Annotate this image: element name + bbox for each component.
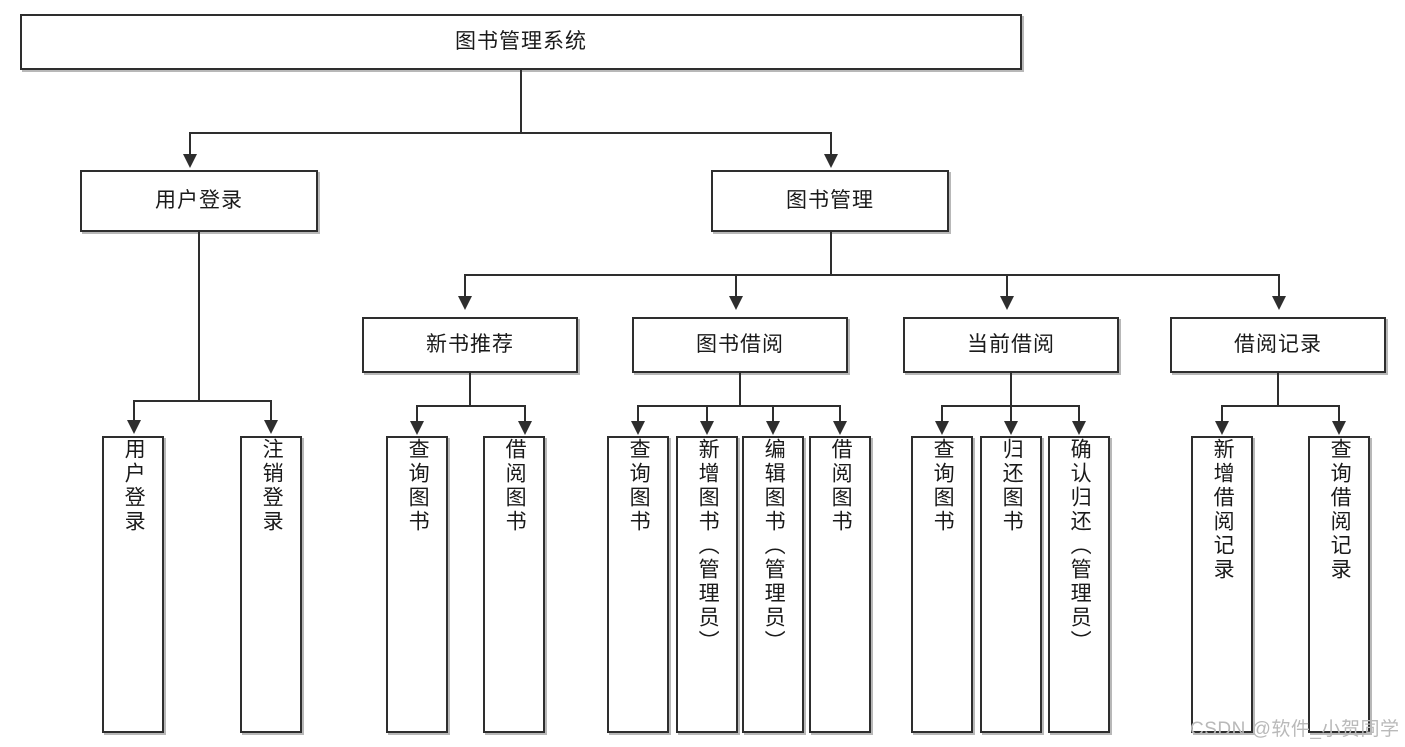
node-user-login[interactable]: 用户登录 — [80, 170, 318, 232]
arrow-new-book-to-leaf-1 — [410, 421, 424, 435]
edge-book-borrow-to-leaf-3 — [772, 405, 774, 423]
edge-user-login-bus — [133, 400, 272, 402]
leaf-current-borrow-confirm-return[interactable]: 确认归还（管理员） — [1048, 436, 1110, 733]
node-book-borrow[interactable]: 图书借阅 — [632, 317, 848, 373]
edge-root-to-user-login — [189, 132, 191, 156]
arrow-borrow-records-to-leaf-2 — [1332, 421, 1346, 435]
edge-current-borrow-to-leaf-1 — [941, 405, 943, 423]
node-label: 当前借阅 — [967, 333, 1055, 357]
edge-book-mgmt-to-book-borrow — [735, 274, 737, 298]
node-label: 查询图书 — [931, 438, 955, 534]
node-borrow-records[interactable]: 借阅记录 — [1170, 317, 1386, 373]
edge-book-mgmt-to-borrow-records — [1278, 274, 1280, 298]
arrow-root-to-user-login — [183, 154, 197, 168]
edge-root-bus — [189, 132, 832, 134]
edge-root-stem — [520, 70, 522, 133]
node-label: 图书借阅 — [696, 333, 784, 357]
leaf-borrow-records-add-record[interactable]: 新增借阅记录 — [1191, 436, 1253, 733]
edge-book-borrow-to-leaf-2 — [706, 405, 708, 423]
leaf-current-borrow-query-book[interactable]: 查询图书 — [911, 436, 973, 733]
leaf-user-login-logout[interactable]: 注销登录 — [240, 436, 302, 733]
edge-current-borrow-stem — [1010, 373, 1012, 407]
node-new-book-recommend[interactable]: 新书推荐 — [362, 317, 578, 373]
leaf-current-borrow-return-book[interactable]: 归还图书 — [980, 436, 1042, 733]
arrow-book-mgmt-to-new-book — [458, 296, 472, 310]
edge-root-to-book-mgmt — [830, 132, 832, 156]
node-label: 归还图书 — [1000, 438, 1024, 534]
edge-current-borrow-to-leaf-3 — [1078, 405, 1080, 423]
arrow-book-borrow-to-leaf-2 — [700, 421, 714, 435]
arrow-user-login-to-leaf-1 — [127, 420, 141, 434]
arrow-current-borrow-to-leaf-2 — [1004, 421, 1018, 435]
node-root-system[interactable]: 图书管理系统 — [20, 14, 1022, 70]
node-label: 新书推荐 — [426, 333, 514, 357]
leaf-user-login-login[interactable]: 用户登录 — [102, 436, 164, 733]
node-label: 借阅图书 — [503, 438, 527, 534]
watermark-text: CSDN @软件_小贺同学 — [1190, 719, 1400, 740]
arrow-book-mgmt-to-current-borrow — [1000, 296, 1014, 310]
node-label: 新增图书（管理员） — [696, 438, 720, 654]
edge-user-login-to-leaf-2 — [270, 400, 272, 422]
edge-new-book-stem — [469, 373, 471, 407]
edge-user-login-to-leaf-1 — [133, 400, 135, 422]
node-label: 借阅记录 — [1234, 333, 1322, 357]
arrow-book-borrow-to-leaf-1 — [631, 421, 645, 435]
arrow-book-mgmt-to-book-borrow — [729, 296, 743, 310]
edge-new-book-bus — [416, 405, 526, 407]
node-label: 新增借阅记录 — [1211, 438, 1235, 582]
arrow-user-login-to-leaf-2 — [264, 420, 278, 434]
leaf-book-borrow-borrow-book[interactable]: 借阅图书 — [809, 436, 871, 733]
leaf-new-book-query-book[interactable]: 查询图书 — [386, 436, 448, 733]
node-label: 图书管理 — [786, 189, 874, 213]
edge-book-mgmt-bus — [464, 274, 1280, 276]
arrow-current-borrow-to-leaf-1 — [935, 421, 949, 435]
edge-book-mgmt-to-current-borrow — [1006, 274, 1008, 298]
edge-book-borrow-to-leaf-1 — [637, 405, 639, 423]
leaf-book-borrow-add-book[interactable]: 新增图书（管理员） — [676, 436, 738, 733]
node-label: 图书管理系统 — [455, 30, 587, 54]
node-label: 用户登录 — [155, 189, 243, 213]
edge-current-borrow-to-leaf-2 — [1010, 405, 1012, 423]
node-label: 查询图书 — [406, 438, 430, 534]
arrow-root-to-book-mgmt — [824, 154, 838, 168]
edge-borrow-records-to-leaf-1 — [1221, 405, 1223, 423]
node-label: 确认归还（管理员） — [1068, 438, 1092, 654]
node-label: 注销登录 — [260, 438, 284, 534]
arrow-book-borrow-to-leaf-4 — [833, 421, 847, 435]
arrow-new-book-to-leaf-2 — [518, 421, 532, 435]
arrow-current-borrow-to-leaf-3 — [1072, 421, 1086, 435]
leaf-book-borrow-edit-book[interactable]: 编辑图书（管理员） — [742, 436, 804, 733]
edge-borrow-records-stem — [1277, 373, 1279, 407]
leaf-book-borrow-query-book[interactable]: 查询图书 — [607, 436, 669, 733]
node-label: 查询图书 — [627, 438, 651, 534]
edge-new-book-to-leaf-1 — [416, 405, 418, 423]
edge-book-borrow-stem — [739, 373, 741, 407]
node-label: 编辑图书（管理员） — [762, 438, 786, 654]
arrow-borrow-records-to-leaf-1 — [1215, 421, 1229, 435]
edge-new-book-to-leaf-2 — [524, 405, 526, 423]
edge-book-mgmt-to-new-book — [464, 274, 466, 298]
edge-borrow-records-to-leaf-2 — [1338, 405, 1340, 423]
edge-book-borrow-to-leaf-4 — [839, 405, 841, 423]
node-current-borrow[interactable]: 当前借阅 — [903, 317, 1119, 373]
edge-user-login-stem — [198, 232, 200, 402]
edge-book-mgmt-stem — [830, 232, 832, 276]
edge-borrow-records-bus — [1221, 405, 1340, 407]
node-label: 查询借阅记录 — [1328, 438, 1352, 582]
node-book-management[interactable]: 图书管理 — [711, 170, 949, 232]
node-label: 借阅图书 — [829, 438, 853, 534]
leaf-borrow-records-query-record[interactable]: 查询借阅记录 — [1308, 436, 1370, 733]
leaf-new-book-borrow-book[interactable]: 借阅图书 — [483, 436, 545, 733]
edge-book-borrow-bus — [637, 405, 841, 407]
node-label: 用户登录 — [122, 438, 146, 534]
arrow-book-borrow-to-leaf-3 — [766, 421, 780, 435]
arrow-book-mgmt-to-borrow-records — [1272, 296, 1286, 310]
